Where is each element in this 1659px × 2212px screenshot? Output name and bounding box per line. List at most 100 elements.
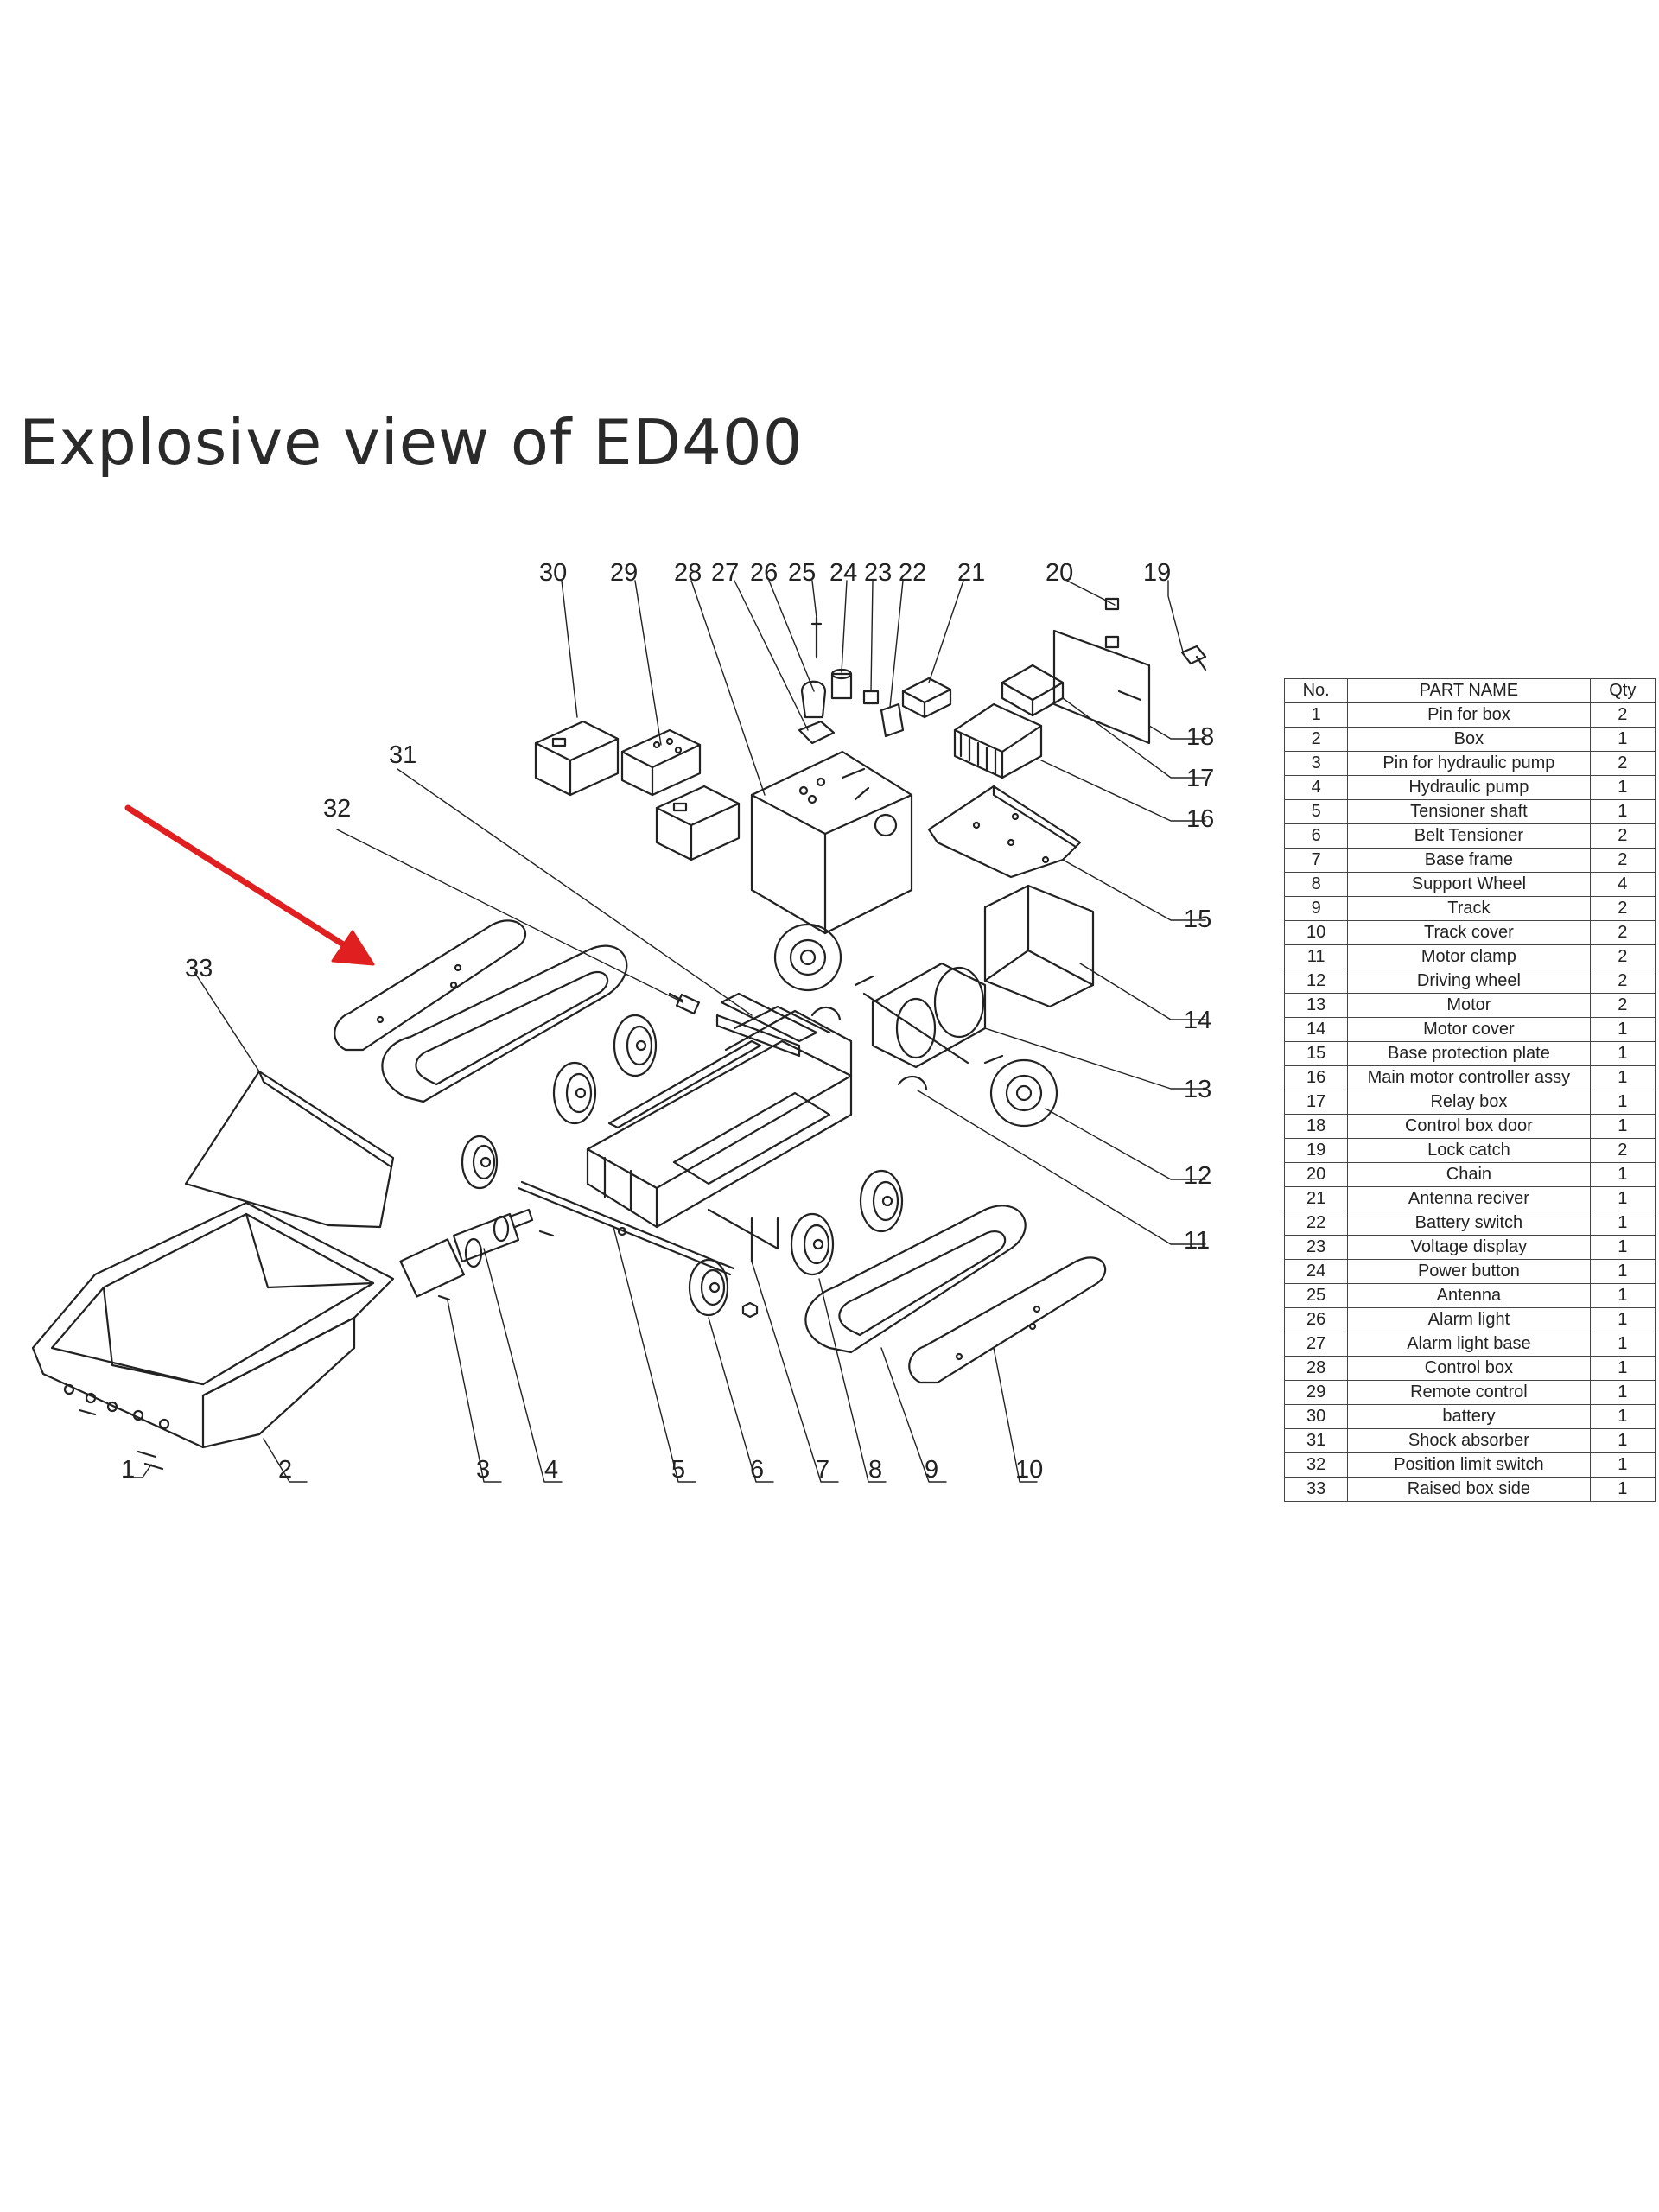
battery-1: [534, 720, 620, 797]
cell-name: Box: [1347, 727, 1591, 752]
support-wheel-2: [613, 1014, 658, 1077]
callout-1: 1: [121, 1456, 135, 1484]
cell-no: 20: [1283, 1162, 1349, 1187]
motor-cover: [983, 884, 1095, 1008]
cell-no: 11: [1283, 944, 1349, 969]
callout-18: 18: [1186, 723, 1214, 751]
callout-32: 32: [323, 795, 351, 823]
callout-16: 16: [1186, 805, 1214, 833]
callout-27: 27: [711, 559, 739, 587]
callout-25: 25: [788, 559, 816, 587]
cell-name: Power button: [1347, 1259, 1591, 1284]
control-box: [750, 750, 913, 935]
cell-no: 6: [1283, 823, 1349, 849]
header-qty: Qty: [1589, 678, 1656, 703]
cell-name: Motor: [1347, 993, 1591, 1018]
callout-23: 23: [864, 559, 892, 587]
cell-name: Antenna: [1347, 1283, 1591, 1308]
callout-4: 4: [544, 1456, 558, 1484]
base-protection-plate: [927, 785, 1082, 879]
cell-qty: 1: [1589, 1041, 1656, 1066]
cell-name: Voltage display: [1347, 1235, 1591, 1260]
cell-name: Raised box side: [1347, 1477, 1591, 1502]
cell-qty: 1: [1589, 1235, 1656, 1260]
callout-8: 8: [868, 1456, 882, 1484]
callout-2: 2: [278, 1456, 292, 1484]
header-no: No.: [1283, 678, 1349, 703]
belt-tensioner-left: [461, 1135, 499, 1190]
cell-name: Base protection plate: [1347, 1041, 1591, 1066]
tensioner-shaft: [517, 1180, 735, 1276]
cell-qty: 1: [1589, 775, 1656, 800]
callout-3: 3: [476, 1456, 490, 1484]
cell-name: Main motor controller assy: [1347, 1065, 1591, 1090]
cell-name: Hydraulic pump: [1347, 775, 1591, 800]
support-wheel-1: [552, 1061, 597, 1125]
leader-lines: [124, 580, 1206, 1483]
chain: [1104, 597, 1120, 649]
motor-clamp-2: [897, 1075, 928, 1090]
cell-qty: 1: [1589, 1307, 1656, 1332]
cell-name: Control box: [1347, 1356, 1591, 1381]
cell-qty: 1: [1589, 799, 1656, 824]
cell-name: Pin for box: [1347, 702, 1591, 728]
cell-no: 9: [1283, 896, 1349, 921]
cell-qty: 1: [1589, 1356, 1656, 1381]
driving-wheel-1: [773, 923, 842, 992]
table-header-row: No. PART NAME Qty: [1283, 678, 1656, 703]
control-box-door: [1052, 629, 1151, 745]
cell-no: 10: [1283, 920, 1349, 945]
cell-no: 3: [1283, 751, 1349, 776]
cell-name: Alarm light base: [1347, 1332, 1591, 1357]
track-cover-right: [908, 1256, 1107, 1384]
cell-qty: 1: [1589, 1332, 1656, 1357]
shock-absorber-mount: [715, 1014, 801, 1058]
cell-no: 24: [1283, 1259, 1349, 1284]
cell-qty: 1: [1589, 1380, 1656, 1405]
callout-22: 22: [899, 559, 926, 587]
cell-name: Pin for hydraulic pump: [1347, 751, 1591, 776]
cell-no: 16: [1283, 1065, 1349, 1090]
nut: [741, 1301, 759, 1319]
support-wheel-3: [859, 1169, 904, 1233]
cell-qty: 2: [1589, 848, 1656, 873]
box: [31, 1201, 395, 1449]
cell-qty: 1: [1589, 1090, 1656, 1115]
cell-name: Lock catch: [1347, 1138, 1591, 1163]
callout-28: 28: [674, 559, 702, 587]
belt-tensioner-right: [688, 1258, 729, 1317]
callout-12: 12: [1184, 1162, 1211, 1190]
callout-labels: 1 2 3 4 5 6 7 8 9 10 11 12 13 14 15 16 1…: [121, 559, 1214, 1484]
callout-20: 20: [1046, 559, 1073, 587]
cell-no: 2: [1283, 727, 1349, 752]
cell-no: 7: [1283, 848, 1349, 873]
cell-name: Relay box: [1347, 1090, 1591, 1115]
page-title: Explosive view of ED400: [19, 406, 804, 479]
cell-no: 12: [1283, 969, 1349, 994]
cell-no: 1: [1283, 702, 1349, 728]
cell-qty: 2: [1589, 944, 1656, 969]
cell-qty: 1: [1589, 1259, 1656, 1284]
cell-no: 21: [1283, 1186, 1349, 1211]
cell-no: 26: [1283, 1307, 1349, 1332]
alarm-light: [800, 680, 827, 719]
main-motor-controller: [953, 702, 1043, 779]
cell-qty: 1: [1589, 1477, 1656, 1502]
cell-name: Base frame: [1347, 848, 1591, 873]
cell-no: 27: [1283, 1332, 1349, 1357]
track-cover-left: [334, 919, 527, 1052]
cell-name: Motor cover: [1347, 1017, 1591, 1042]
cell-name: Driving wheel: [1347, 969, 1591, 994]
power-button: [830, 668, 853, 700]
